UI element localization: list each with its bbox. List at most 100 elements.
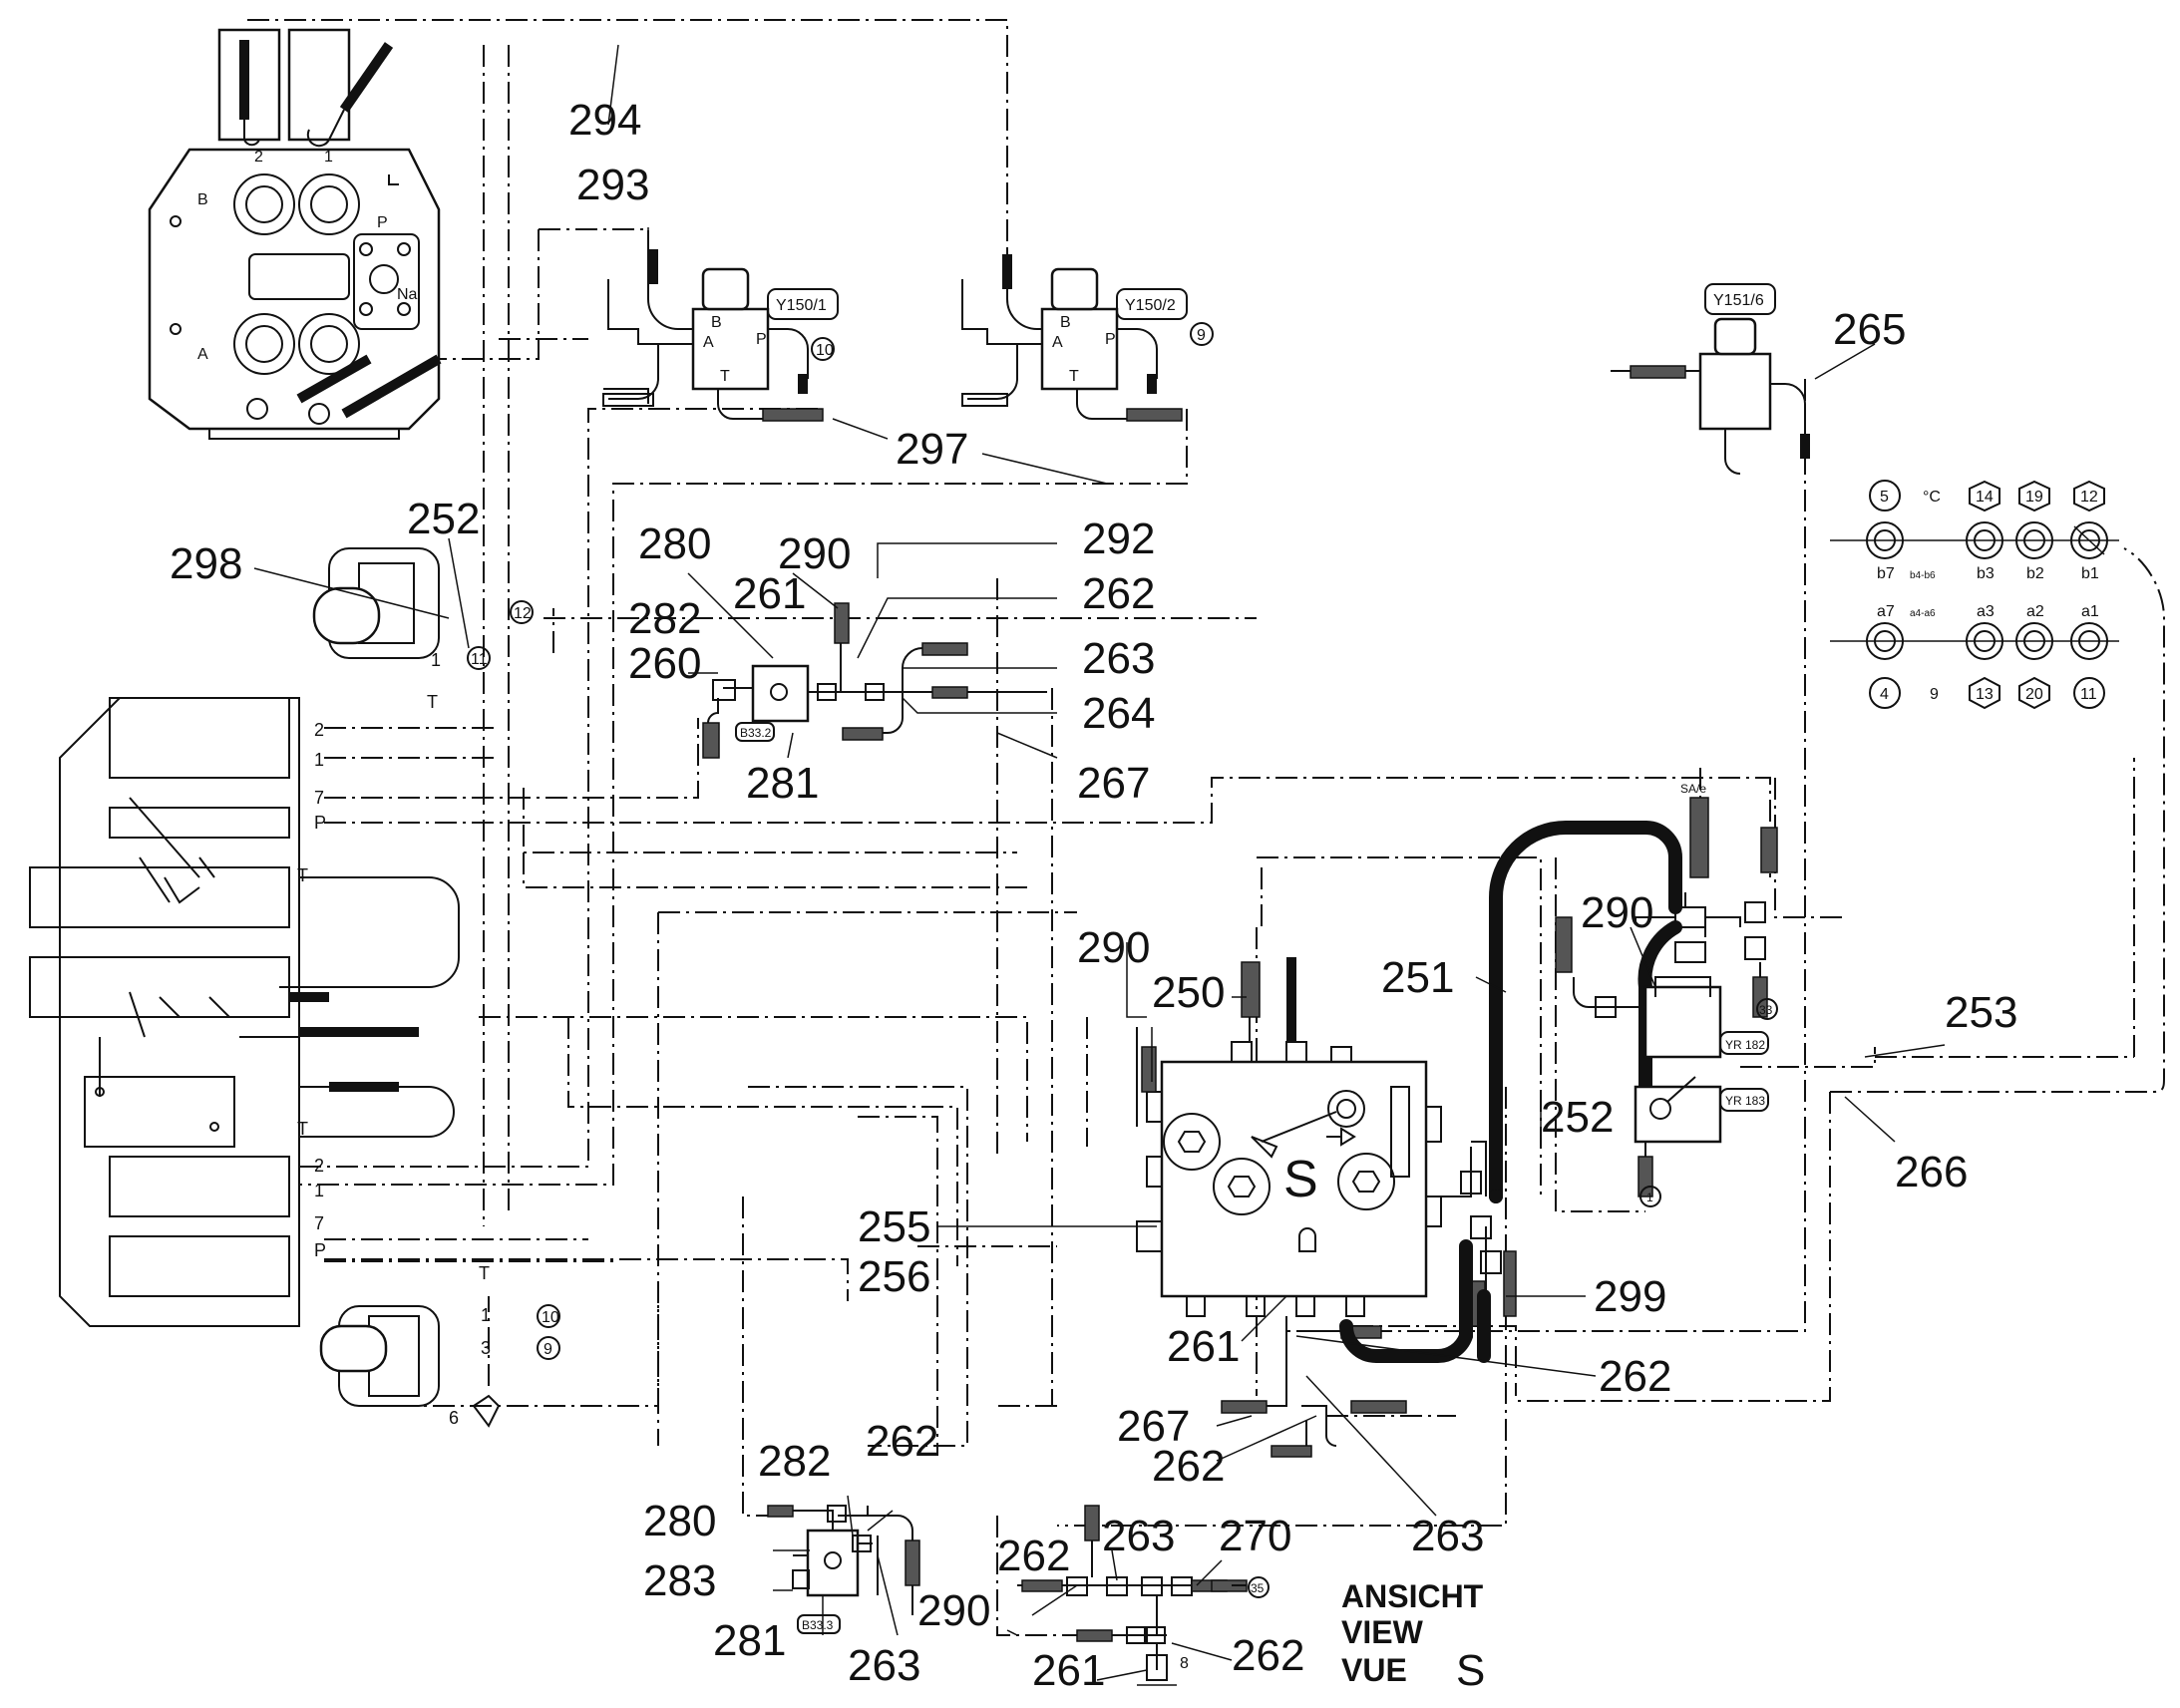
panel-top-circle-19: 19 [2025, 489, 2043, 506]
c33-circle [1756, 998, 1778, 1020]
pilot-lines [247, 19, 2165, 1636]
port-7-upper: 7 [314, 788, 324, 808]
y151-6-label: Y151/6 [1713, 292, 1764, 309]
c9-label: 9 [1197, 327, 1206, 344]
part-263-d: 263 [1102, 1512, 1175, 1560]
connector-panel [1830, 480, 2119, 710]
c9-circle [1190, 322, 1214, 346]
port-2-label: 2 [254, 149, 263, 166]
solenoid-valve-y150-1 [602, 249, 824, 422]
c35-circle [1248, 1576, 1270, 1598]
panel-b7: b7 [1877, 565, 1895, 582]
part-293: 293 [576, 161, 649, 209]
y150-2-tag [1116, 288, 1188, 320]
central-block [1136, 957, 1517, 1458]
y150-1-label: Y150/1 [776, 297, 827, 314]
part-262-f: 262 [1232, 1631, 1304, 1680]
port-T-4: T [479, 1263, 490, 1283]
panel-a4-a6: a4-a6 [1910, 608, 1936, 619]
c10b-label: 10 [542, 1309, 559, 1326]
port-2-lower: 2 [314, 1156, 324, 1176]
y151-6-tag [1704, 283, 1776, 315]
part-290-b: 290 [1077, 923, 1150, 972]
yr183-label: YR 183 [1725, 1094, 1765, 1108]
valve-yr182-yr183 [1573, 892, 1768, 1197]
na-label: Na [397, 286, 418, 303]
block-S-label: S [1283, 1151, 1318, 1208]
part-260: 260 [628, 639, 701, 688]
panel-b1: b1 [2081, 565, 2099, 582]
yr183-tag [1719, 1088, 1769, 1112]
view-label-fr: VUE [1341, 1652, 1407, 1688]
part-262-e: 262 [997, 1532, 1070, 1580]
manifold-b33-3 [767, 1505, 920, 1615]
part-255: 255 [858, 1202, 930, 1251]
valve2-port-P: P [1105, 331, 1116, 348]
part-297: 297 [896, 425, 968, 474]
part-281-a: 281 [746, 759, 819, 808]
panel-top-circle-5: 5 [1880, 489, 1889, 506]
panel-b2: b2 [2026, 565, 2044, 582]
part-290-a: 290 [778, 529, 851, 578]
part-261-a: 261 [733, 569, 806, 618]
part-262-a: 262 [1082, 569, 1155, 618]
valve2-port-A: A [1052, 334, 1063, 351]
c9b-circle [537, 1336, 560, 1360]
part-250: 250 [1152, 968, 1225, 1017]
part-263-a: 263 [1082, 634, 1155, 683]
solenoid-valve-y150-2 [961, 249, 1183, 422]
y150-1-tag [767, 288, 839, 320]
valve2-port-T: T [1069, 368, 1079, 385]
part-299: 299 [1594, 1272, 1666, 1321]
part-290-d: 290 [917, 1586, 990, 1635]
panel-bottom-circle-20: 20 [2025, 686, 2043, 703]
operator-console [29, 697, 460, 1327]
manifold-b33-2 [702, 602, 1047, 759]
c10b-circle [537, 1304, 560, 1328]
part-253: 253 [1945, 988, 2017, 1037]
port-P-upper: P [314, 813, 326, 833]
panel-b4-b6: b4-b6 [1910, 570, 1936, 581]
port-3-joystick: 3 [481, 1338, 491, 1358]
c11-label: 11 [471, 651, 488, 668]
part-264: 264 [1082, 689, 1155, 738]
panel-top-circle-14: 14 [1976, 489, 1994, 506]
valve1-port-B: B [711, 314, 722, 331]
part-267-b: 267 [1117, 1402, 1190, 1451]
part-298: 298 [170, 539, 242, 588]
c11-circle [467, 646, 491, 670]
view-label-en: VIEW [1341, 1614, 1424, 1650]
part-252-b: 252 [1541, 1093, 1614, 1142]
solenoid-valve-y151-6 [1611, 317, 1810, 475]
port-1-lower: 1 [314, 1181, 324, 1200]
valve1-port-T: T [720, 368, 730, 385]
port-P-label: P [377, 214, 388, 231]
c1-circle [1639, 1186, 1661, 1207]
part-261-b: 261 [1167, 1322, 1240, 1371]
c10-label: 10 [816, 342, 834, 359]
view-letter-S: S [1456, 1646, 1485, 1695]
sa-label: SA/e [1680, 782, 1706, 796]
part-252-a: 252 [407, 495, 480, 543]
valve1-port-P: P [756, 331, 767, 348]
joystick-lower [319, 1305, 501, 1428]
part-280-b: 280 [643, 1497, 716, 1545]
b33-2-tag [735, 722, 775, 742]
panel-bottom-circle-9: 9 [1930, 686, 1939, 703]
port-A-label: A [197, 346, 208, 363]
port-T-3: T [297, 1119, 308, 1139]
panel-b3: b3 [1977, 565, 1995, 582]
c12-circle [510, 600, 534, 624]
joystick-upper [312, 547, 440, 659]
c33-label: 33 [1759, 1003, 1773, 1017]
main-hoses [1339, 797, 1778, 1364]
leader-lines [253, 44, 1946, 1681]
c10-circle [811, 337, 835, 361]
port-1-joystick: 1 [481, 1305, 491, 1325]
part-290-c: 290 [1581, 888, 1653, 937]
port-6-joystick: 6 [449, 1408, 459, 1428]
b33-3-label: B33.3 [802, 1618, 834, 1632]
panel-a2: a2 [2026, 603, 2044, 620]
part-262-c: 262 [1152, 1442, 1225, 1491]
port-1-upper: 1 [431, 650, 441, 670]
